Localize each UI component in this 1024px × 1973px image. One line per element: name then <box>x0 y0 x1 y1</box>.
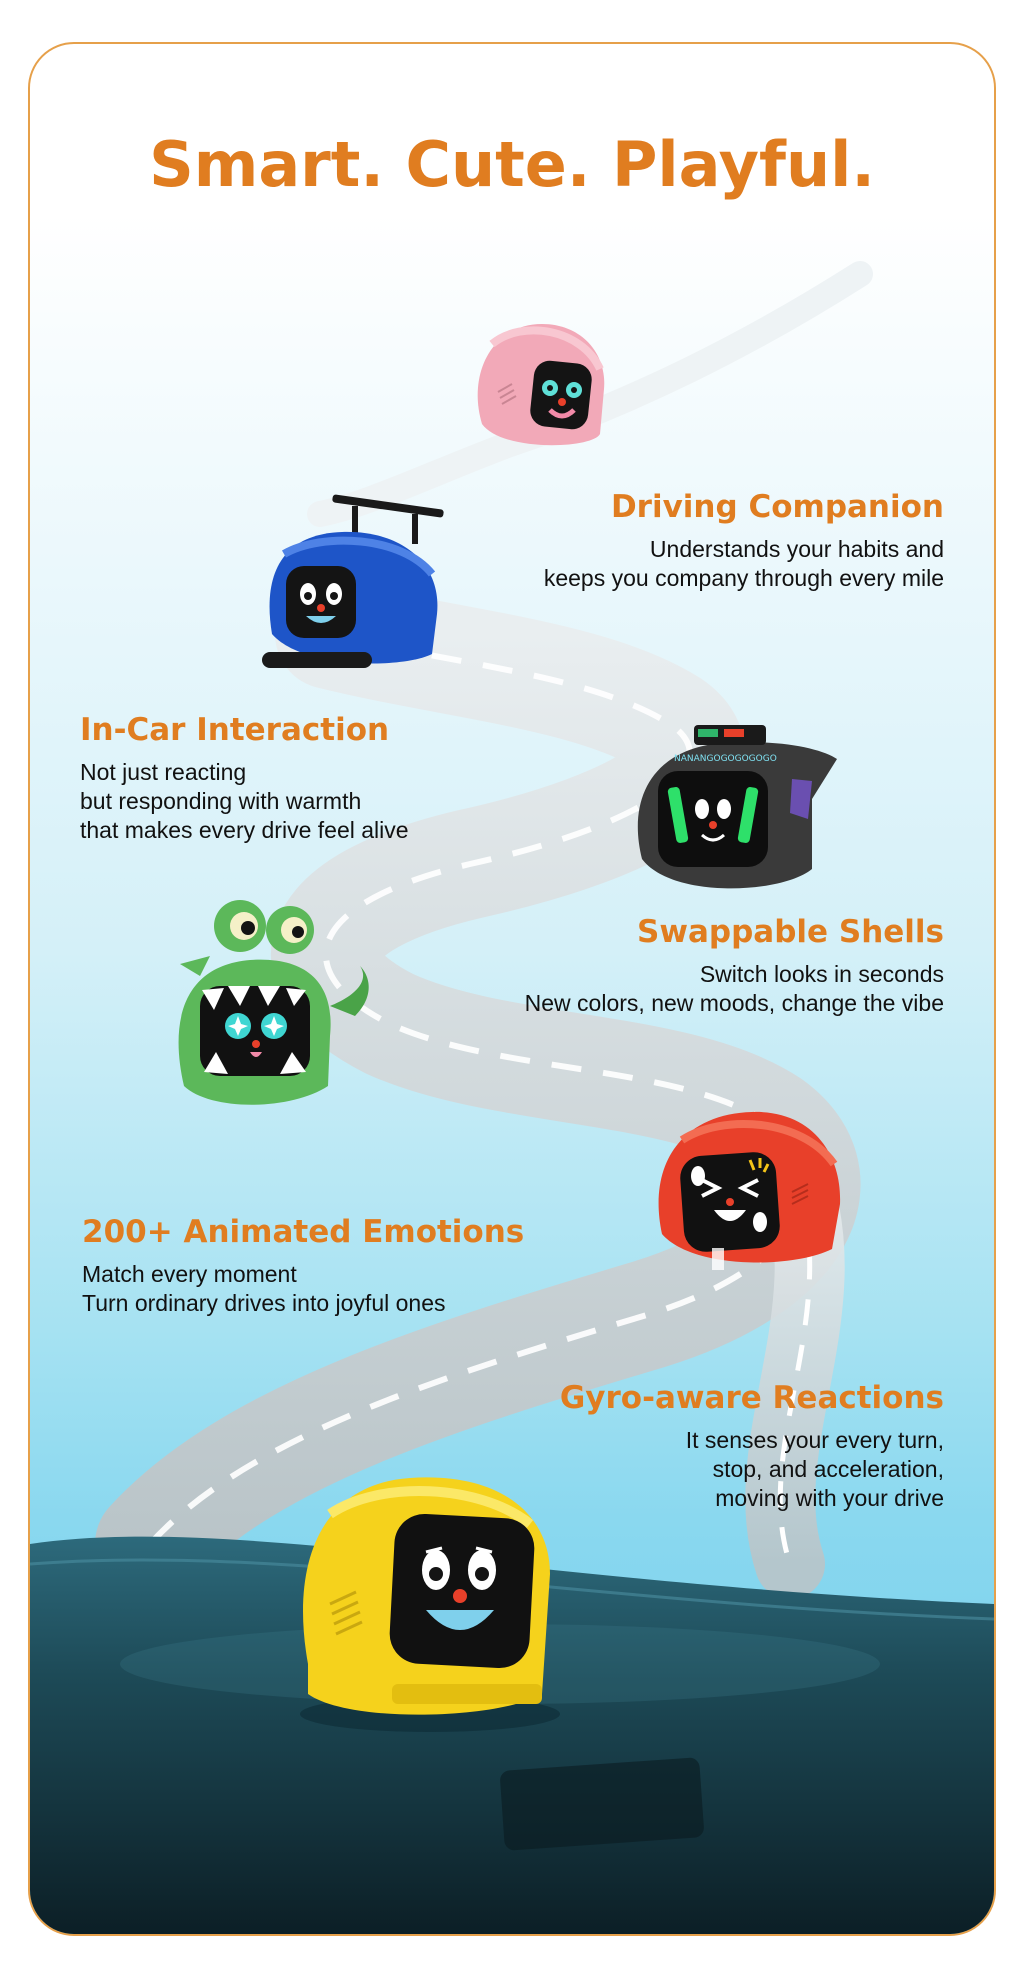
feature-line: that makes every drive feel alive <box>80 817 409 843</box>
road-illustration <box>30 261 994 1934</box>
feature-swappable-shells: Swappable Shells Switch looks in seconds… <box>525 914 944 1018</box>
feature-line: Switch looks in seconds <box>699 961 944 987</box>
feature-line: It senses your every turn, <box>685 1427 944 1453</box>
sticker-text: NANANGOGOGOGOGO <box>674 754 777 764</box>
yellow-robot <box>300 1477 560 1732</box>
speaker-grille <box>497 383 517 405</box>
dashboard <box>30 1536 994 1934</box>
pink-robot <box>477 324 605 446</box>
road-dashes <box>147 631 809 1547</box>
feature-line: stop, and acceleration, <box>712 1456 944 1482</box>
feature-line: but responding with warmth <box>80 788 362 814</box>
feature-title: Driving Companion <box>610 489 944 525</box>
speaker-grille <box>791 1183 809 1205</box>
feature-title: Gyro-aware Reactions <box>559 1380 944 1416</box>
feature-title: 200+ Animated Emotions <box>82 1214 525 1250</box>
feature-in-car-interaction: In-Car Interaction Not just reacting but… <box>80 712 409 845</box>
feature-gyro-aware-reactions: Gyro-aware Reactions It senses your ever… <box>560 1380 944 1513</box>
headline: Smart. Cute. Playful. <box>149 128 875 201</box>
feature-line: New colors, new moods, change the vibe <box>524 990 944 1016</box>
feature-animated-emotions: 200+ Animated Emotions Match every momen… <box>82 1214 524 1318</box>
feature-title: In-Car Interaction <box>80 712 390 748</box>
speaker-grille <box>329 1590 363 1636</box>
vent <box>500 1757 704 1851</box>
feature-line: Turn ordinary drives into joyful ones <box>82 1290 446 1316</box>
red-robot <box>658 1111 841 1270</box>
feature-line: moving with your drive <box>715 1485 944 1511</box>
feature-line: keeps you company through every mile <box>543 565 944 591</box>
green-robot <box>178 900 369 1105</box>
spark-icon <box>748 1158 770 1173</box>
feature-line: Match every moment <box>82 1261 297 1287</box>
black-robot: NANANGOGOGOGOGO <box>637 725 837 889</box>
feature-line: Understands your habits and <box>649 536 944 562</box>
feature-title: Swappable Shells <box>637 914 944 950</box>
feature-driving-companion: Driving Companion Understands your habit… <box>544 489 944 593</box>
blue-robot <box>262 494 444 668</box>
spoiler-icon <box>332 494 444 544</box>
product-card: Smart. Cute. Playful. Driving Companion … <box>28 42 996 1936</box>
feature-line: Not just reacting <box>80 759 247 785</box>
